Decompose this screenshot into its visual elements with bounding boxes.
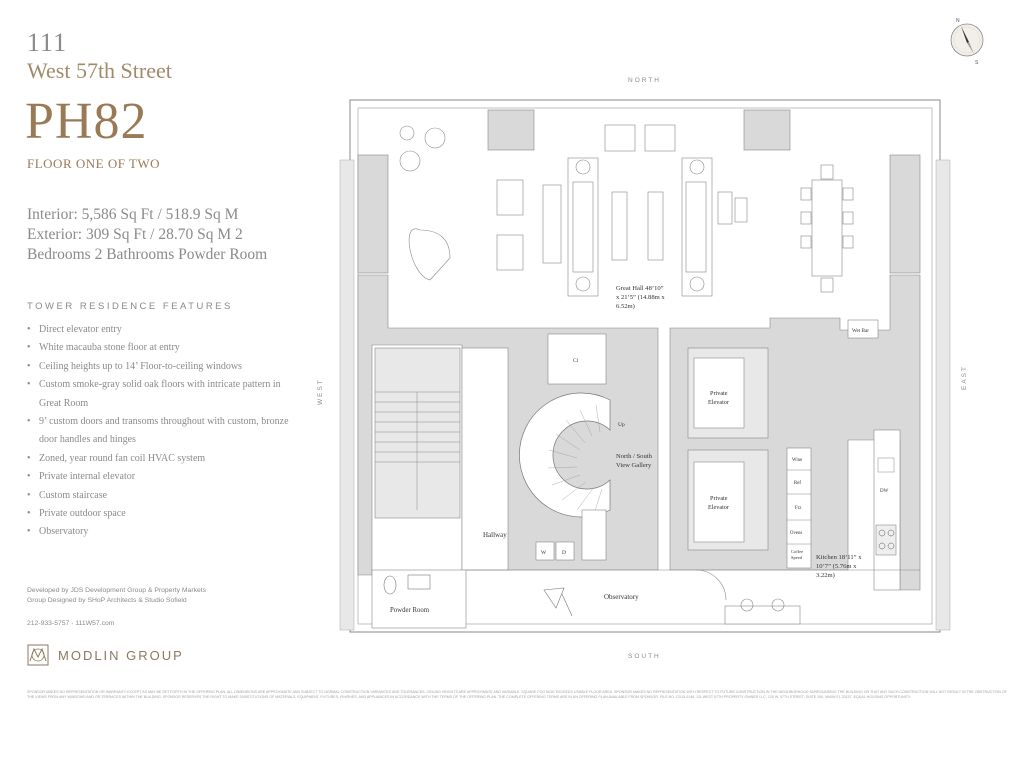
- frz-label: Frz: [795, 506, 801, 511]
- features-heading: TOWER RESIDENCE FEATURES: [27, 301, 233, 312]
- column-north-1: [487, 109, 535, 151]
- great-hall-furniture: [399, 124, 854, 297]
- great-hall-label: 6.52m): [616, 303, 635, 310]
- feature-item: Private outdoor space: [27, 505, 292, 524]
- coffee-label: Coffee: [791, 549, 803, 554]
- kitchen-label: 3.22m): [816, 572, 835, 579]
- column-east: [889, 154, 921, 274]
- sink-icon: [877, 457, 895, 473]
- closet-room: [547, 333, 607, 385]
- great-hall-label: x 21’5” (14.88m x: [616, 294, 665, 301]
- hallway-label: Hallway: [483, 531, 507, 539]
- powder-room-label: Powder Room: [390, 607, 430, 614]
- elevator-1-label: Elevator: [708, 399, 729, 406]
- developer-credit: Developed by JDS Development Group & Pro…: [27, 587, 207, 604]
- west-label: WEST: [317, 378, 324, 405]
- column-west: [357, 154, 389, 274]
- wine-label: Wine: [792, 458, 802, 463]
- unit-title: PH82: [25, 93, 148, 150]
- cooktop-icon: [875, 524, 897, 556]
- elevator-1-label: Private: [710, 390, 728, 397]
- closet-label: Cl: [573, 358, 579, 364]
- appliance-column: [786, 447, 812, 569]
- compass-north-label: N: [956, 18, 960, 24]
- modlin-logo-icon: [27, 644, 49, 666]
- kitchen-label: Kitchen 18’11” x: [816, 554, 862, 561]
- north-label: NORTH: [628, 77, 661, 84]
- west-facade: [339, 159, 355, 631]
- wet-bar: [847, 319, 879, 339]
- south-label: SOUTH: [628, 653, 661, 660]
- telescope-icon: [543, 587, 573, 617]
- wet-bar-label: Wet Bar: [852, 328, 869, 334]
- observatory-label: Observatory: [604, 593, 639, 601]
- legal-disclaimer: Sponsor makes no representation or warra…: [27, 690, 1007, 699]
- hallway-room: [461, 347, 509, 571]
- dryer: [555, 541, 575, 561]
- bench: [724, 605, 801, 625]
- feature-item: Observatory: [27, 523, 292, 542]
- east-facade: [935, 159, 951, 631]
- feature-item: Direct elevator entry: [27, 321, 292, 340]
- address-street: West 57th Street: [27, 58, 172, 83]
- compass-south-label: S: [975, 60, 979, 66]
- kitchen-counter: [873, 429, 901, 591]
- washer-label: W: [541, 550, 547, 556]
- elevator-1-cab: [693, 357, 745, 429]
- kitchen-label: 10’7” (5.76m x: [816, 563, 857, 570]
- east-label: EAST: [961, 365, 968, 390]
- elevator-2-cab: [693, 461, 745, 543]
- dishwasher-label: DW: [880, 489, 889, 494]
- elevator-2-label: Elevator: [708, 504, 729, 511]
- washer: [535, 541, 555, 561]
- brand-name: MODLIN GROUP: [58, 648, 184, 663]
- floor-plan: NORTH SOUTH WEST EAST Great Hall 48’10” …: [317, 77, 968, 660]
- feature-item: White macauba stone floor at entry: [27, 339, 292, 358]
- floor-label: FLOOR ONE OF TWO: [27, 156, 161, 171]
- up-label: Up: [618, 422, 625, 428]
- feature-item: Private internal elevator: [27, 468, 292, 487]
- area-summary: Interior: 5,586 Sq Ft / 518.9 Sq M Exter…: [27, 206, 268, 263]
- contact-info[interactable]: 212-933-5757 · 111W57.com: [27, 620, 115, 627]
- feature-item: Ceiling heights up to 14’ Floor-to-ceili…: [27, 358, 292, 377]
- feature-item: Custom staircase: [27, 487, 292, 506]
- features-list: Direct elevator entry White macauba ston…: [27, 321, 292, 542]
- toilet-icon: [383, 575, 397, 595]
- column-north-2: [743, 109, 791, 151]
- ref-label: Ref: [794, 481, 801, 486]
- feature-item: Zoned, year round fan coil HVAC system: [27, 450, 292, 469]
- gallery-label: View Gallery: [616, 462, 652, 469]
- feature-item: 9’ custom doors and transoms throughout …: [27, 413, 292, 450]
- coffee-label: Speed: [791, 555, 803, 560]
- ovens-label: Ovens: [790, 531, 802, 536]
- feature-item: Custom smoke-gray solid oak floors with …: [27, 376, 292, 413]
- stair-core: [374, 347, 461, 519]
- door-swing: [695, 569, 727, 601]
- compass-icon: N S: [950, 18, 984, 66]
- great-hall-label: Great Hall 48’10”: [616, 285, 664, 292]
- address-number: 111: [27, 28, 68, 57]
- powder-room: [371, 569, 467, 629]
- dryer-label: D: [562, 550, 566, 556]
- storage-cabinet: [581, 509, 607, 561]
- gallery-label: North / South: [616, 453, 653, 460]
- elevator-2-label: Private: [710, 495, 728, 502]
- vanity-icon: [407, 574, 431, 590]
